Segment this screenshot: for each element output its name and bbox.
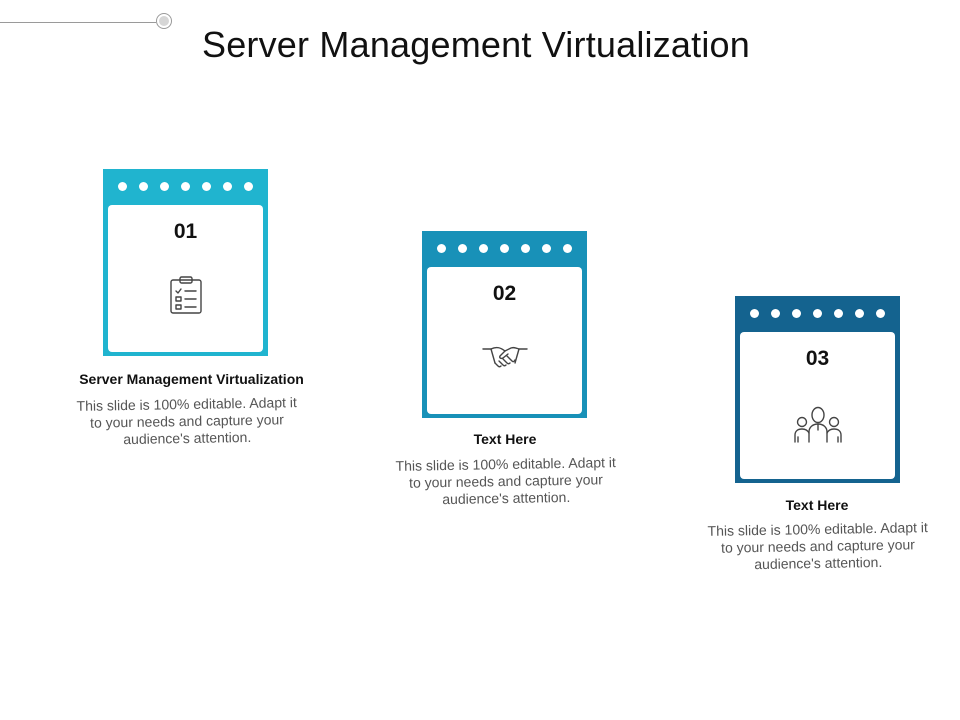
card-number: 03 — [805, 347, 830, 370]
item-description-3: This slide is 100% editable. Adapt it to… — [707, 519, 928, 573]
item-heading-3: Text Here — [785, 497, 849, 513]
top-decoration-line — [0, 22, 156, 23]
card-ring-dots — [422, 231, 587, 266]
item-heading-2: Text Here — [473, 431, 537, 447]
item-description-2: This slide is 100% editable. Adapt it to… — [395, 454, 616, 508]
top-decoration-knob — [156, 13, 172, 29]
handshake-icon — [481, 343, 529, 378]
calendar-card-1: 01 — [103, 169, 268, 356]
card-number: 01 — [173, 220, 198, 243]
item-heading-1: Server Management Virtualization — [79, 371, 304, 387]
card-inner-panel: 03 — [740, 332, 895, 479]
clipboard-checklist-icon — [168, 275, 204, 320]
team-people-icon — [792, 404, 844, 449]
card-ring-dots — [735, 296, 900, 331]
card-inner-panel: 01 — [108, 205, 263, 352]
calendar-card-2: 02 — [422, 231, 587, 418]
card-number: 02 — [492, 282, 517, 305]
slide-title: Server Management Virtualization — [201, 24, 751, 65]
calendar-card-3: 03 — [735, 296, 900, 483]
card-ring-dots — [103, 169, 268, 204]
item-description-1: This slide is 100% editable. Adapt it to… — [76, 394, 297, 448]
card-inner-panel: 02 — [427, 267, 582, 414]
